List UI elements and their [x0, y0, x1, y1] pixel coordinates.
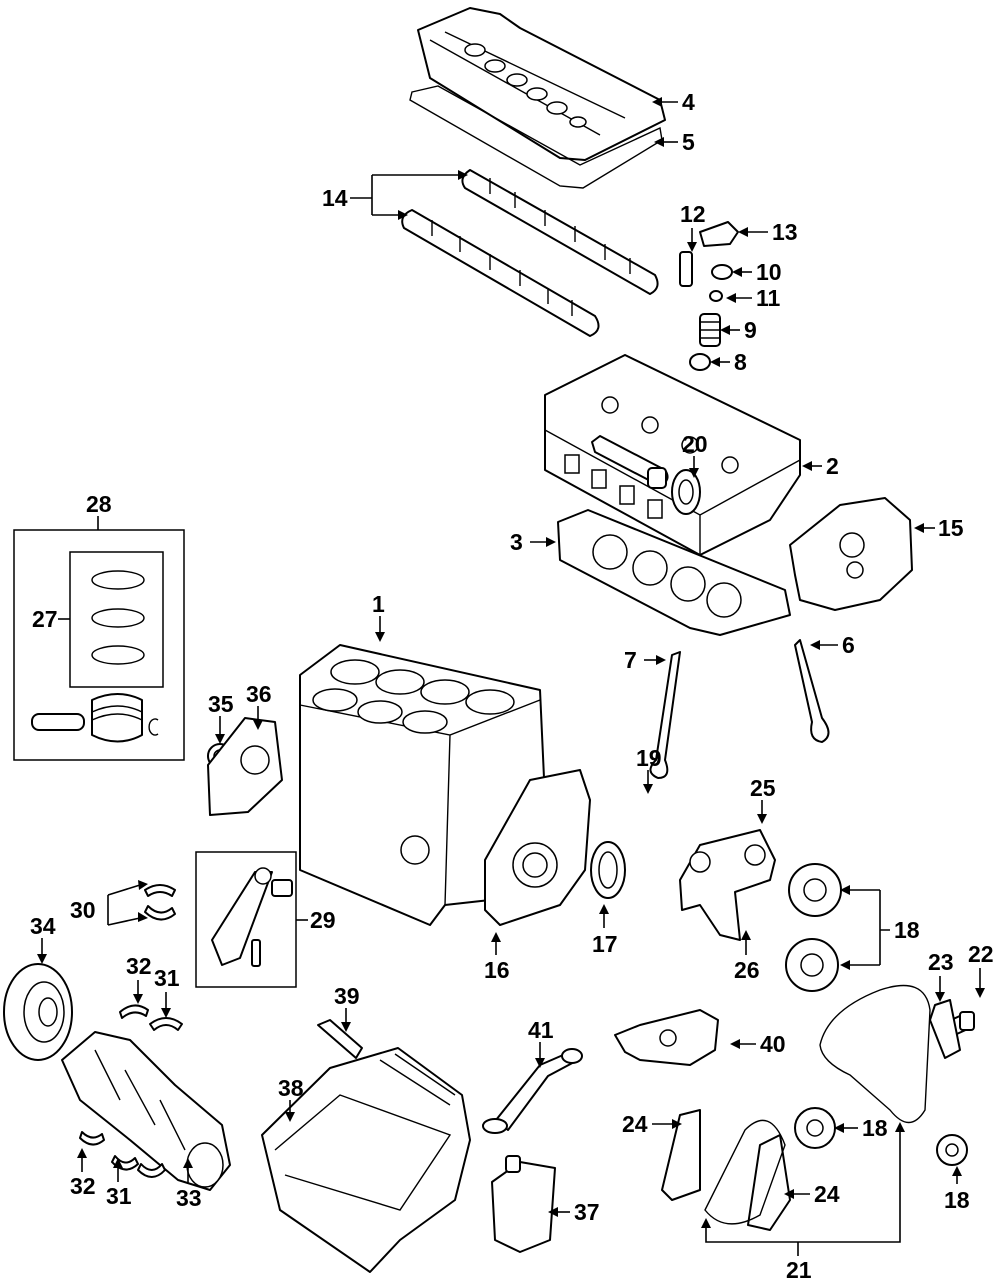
callout-10: 10 — [756, 259, 782, 285]
callout-38: 38 — [278, 1075, 304, 1101]
dipstick-guide — [317, 1019, 363, 1059]
thrust-washer-lower — [79, 1131, 105, 1146]
valve-cover — [417, 7, 666, 161]
rocker-arm — [699, 221, 739, 247]
idler-sprocket — [936, 1134, 968, 1166]
connecting-rod — [211, 867, 273, 966]
callout-36: 36 — [246, 681, 272, 707]
spring-retainer — [711, 264, 733, 280]
callout-9: 9 — [744, 317, 757, 343]
callout-27: 27 — [32, 606, 58, 632]
camshaft-upper — [461, 169, 659, 295]
valve-spring — [699, 313, 721, 347]
callout-21: 21 — [786, 1257, 812, 1280]
callout-6: 6 — [842, 632, 855, 658]
rod-bearing-upper — [144, 884, 176, 897]
thrust-washer-upper — [119, 1004, 149, 1019]
timing-cover-lower — [484, 769, 591, 926]
callout-numbers: 1 2 3 4 5 6 7 8 9 10 11 12 13 14 15 16 1… — [30, 89, 994, 1280]
callout-41: 41 — [528, 1017, 554, 1043]
callout-18c: 18 — [944, 1187, 970, 1213]
piston — [91, 693, 143, 743]
callout-20: 20 — [682, 431, 708, 457]
leader-lines — [37, 97, 985, 1256]
callout-14: 14 — [322, 185, 348, 211]
rod-bearing-lower — [144, 905, 176, 921]
oil-pan — [261, 1047, 471, 1273]
rear-seal-housing — [207, 717, 283, 816]
balance-shaft-seal — [671, 469, 701, 515]
callout-40: 40 — [760, 1031, 786, 1057]
main-bearing-lower-2 — [137, 1163, 166, 1178]
callout-26: 26 — [734, 957, 760, 983]
head-gasket — [557, 509, 791, 636]
callout-17: 17 — [592, 931, 618, 957]
callout-12: 12 — [680, 201, 706, 227]
callout-8: 8 — [734, 349, 747, 375]
crank-sprocket — [794, 1107, 836, 1149]
callout-5: 5 — [682, 129, 695, 155]
balance-shaft — [591, 435, 669, 489]
callout-28: 28 — [86, 491, 112, 517]
callout-13: 13 — [772, 219, 798, 245]
piston-kit-box — [13, 529, 185, 761]
callout-18b: 18 — [862, 1115, 888, 1141]
oil-pump-pickup — [614, 1009, 719, 1066]
callout-15: 15 — [938, 515, 964, 541]
timing-cover-upper — [789, 497, 913, 611]
valve-keepers — [709, 290, 723, 302]
front-crank-seal — [590, 841, 626, 899]
intake-valve — [649, 651, 681, 779]
callout-32b: 32 — [70, 1173, 96, 1199]
crankshaft-pulley — [3, 963, 73, 1061]
oil-pump-assembly — [679, 829, 776, 941]
callout-22: 22 — [968, 941, 994, 967]
callout-32a: 32 — [126, 953, 152, 979]
timing-chain-primary — [704, 1119, 786, 1225]
callout-24a: 24 — [622, 1111, 648, 1137]
callout-25: 25 — [750, 775, 776, 801]
chain-guide — [929, 999, 961, 1059]
cam-sprocket-lower — [785, 938, 839, 992]
callout-19: 19 — [636, 745, 662, 771]
cam-sprocket-upper — [788, 863, 842, 917]
callout-39: 39 — [334, 983, 360, 1009]
oil-pickup-tube — [482, 1048, 583, 1134]
exhaust-valve — [794, 639, 830, 743]
callout-31b: 31 — [106, 1183, 132, 1209]
chain-guide-left — [661, 1109, 701, 1201]
callout-4: 4 — [682, 89, 695, 115]
callout-31a: 31 — [154, 965, 180, 991]
callout-34: 34 — [30, 913, 56, 939]
piston-pin — [31, 713, 85, 731]
callout-11: 11 — [756, 285, 781, 311]
callout-3: 3 — [510, 529, 523, 555]
crankshaft — [61, 1031, 231, 1191]
engine-block — [299, 644, 546, 926]
callout-23: 23 — [928, 949, 954, 975]
callout-24b: 24 — [814, 1181, 840, 1207]
callout-35: 35 — [208, 691, 234, 717]
callout-29: 29 — [310, 907, 336, 933]
callout-1: 1 — [372, 591, 385, 617]
callout-37: 37 — [574, 1199, 600, 1225]
callout-16: 16 — [484, 957, 510, 983]
callout-33: 33 — [176, 1185, 202, 1211]
callout-2: 2 — [826, 453, 839, 479]
oil-filter-housing — [491, 1155, 556, 1253]
callout-30: 30 — [70, 897, 96, 923]
callout-7: 7 — [624, 647, 637, 673]
callout-18a: 18 — [894, 917, 920, 943]
main-bearing-upper — [149, 1017, 183, 1031]
pin-clip — [148, 718, 159, 736]
hydraulic-lifter — [679, 251, 693, 287]
cylinder-head — [544, 354, 801, 556]
rod-bolt — [251, 939, 261, 967]
valve-stem-seal — [689, 353, 711, 371]
timing-chain-secondary — [819, 984, 931, 1124]
rod-bearing-sleeve — [271, 879, 293, 897]
